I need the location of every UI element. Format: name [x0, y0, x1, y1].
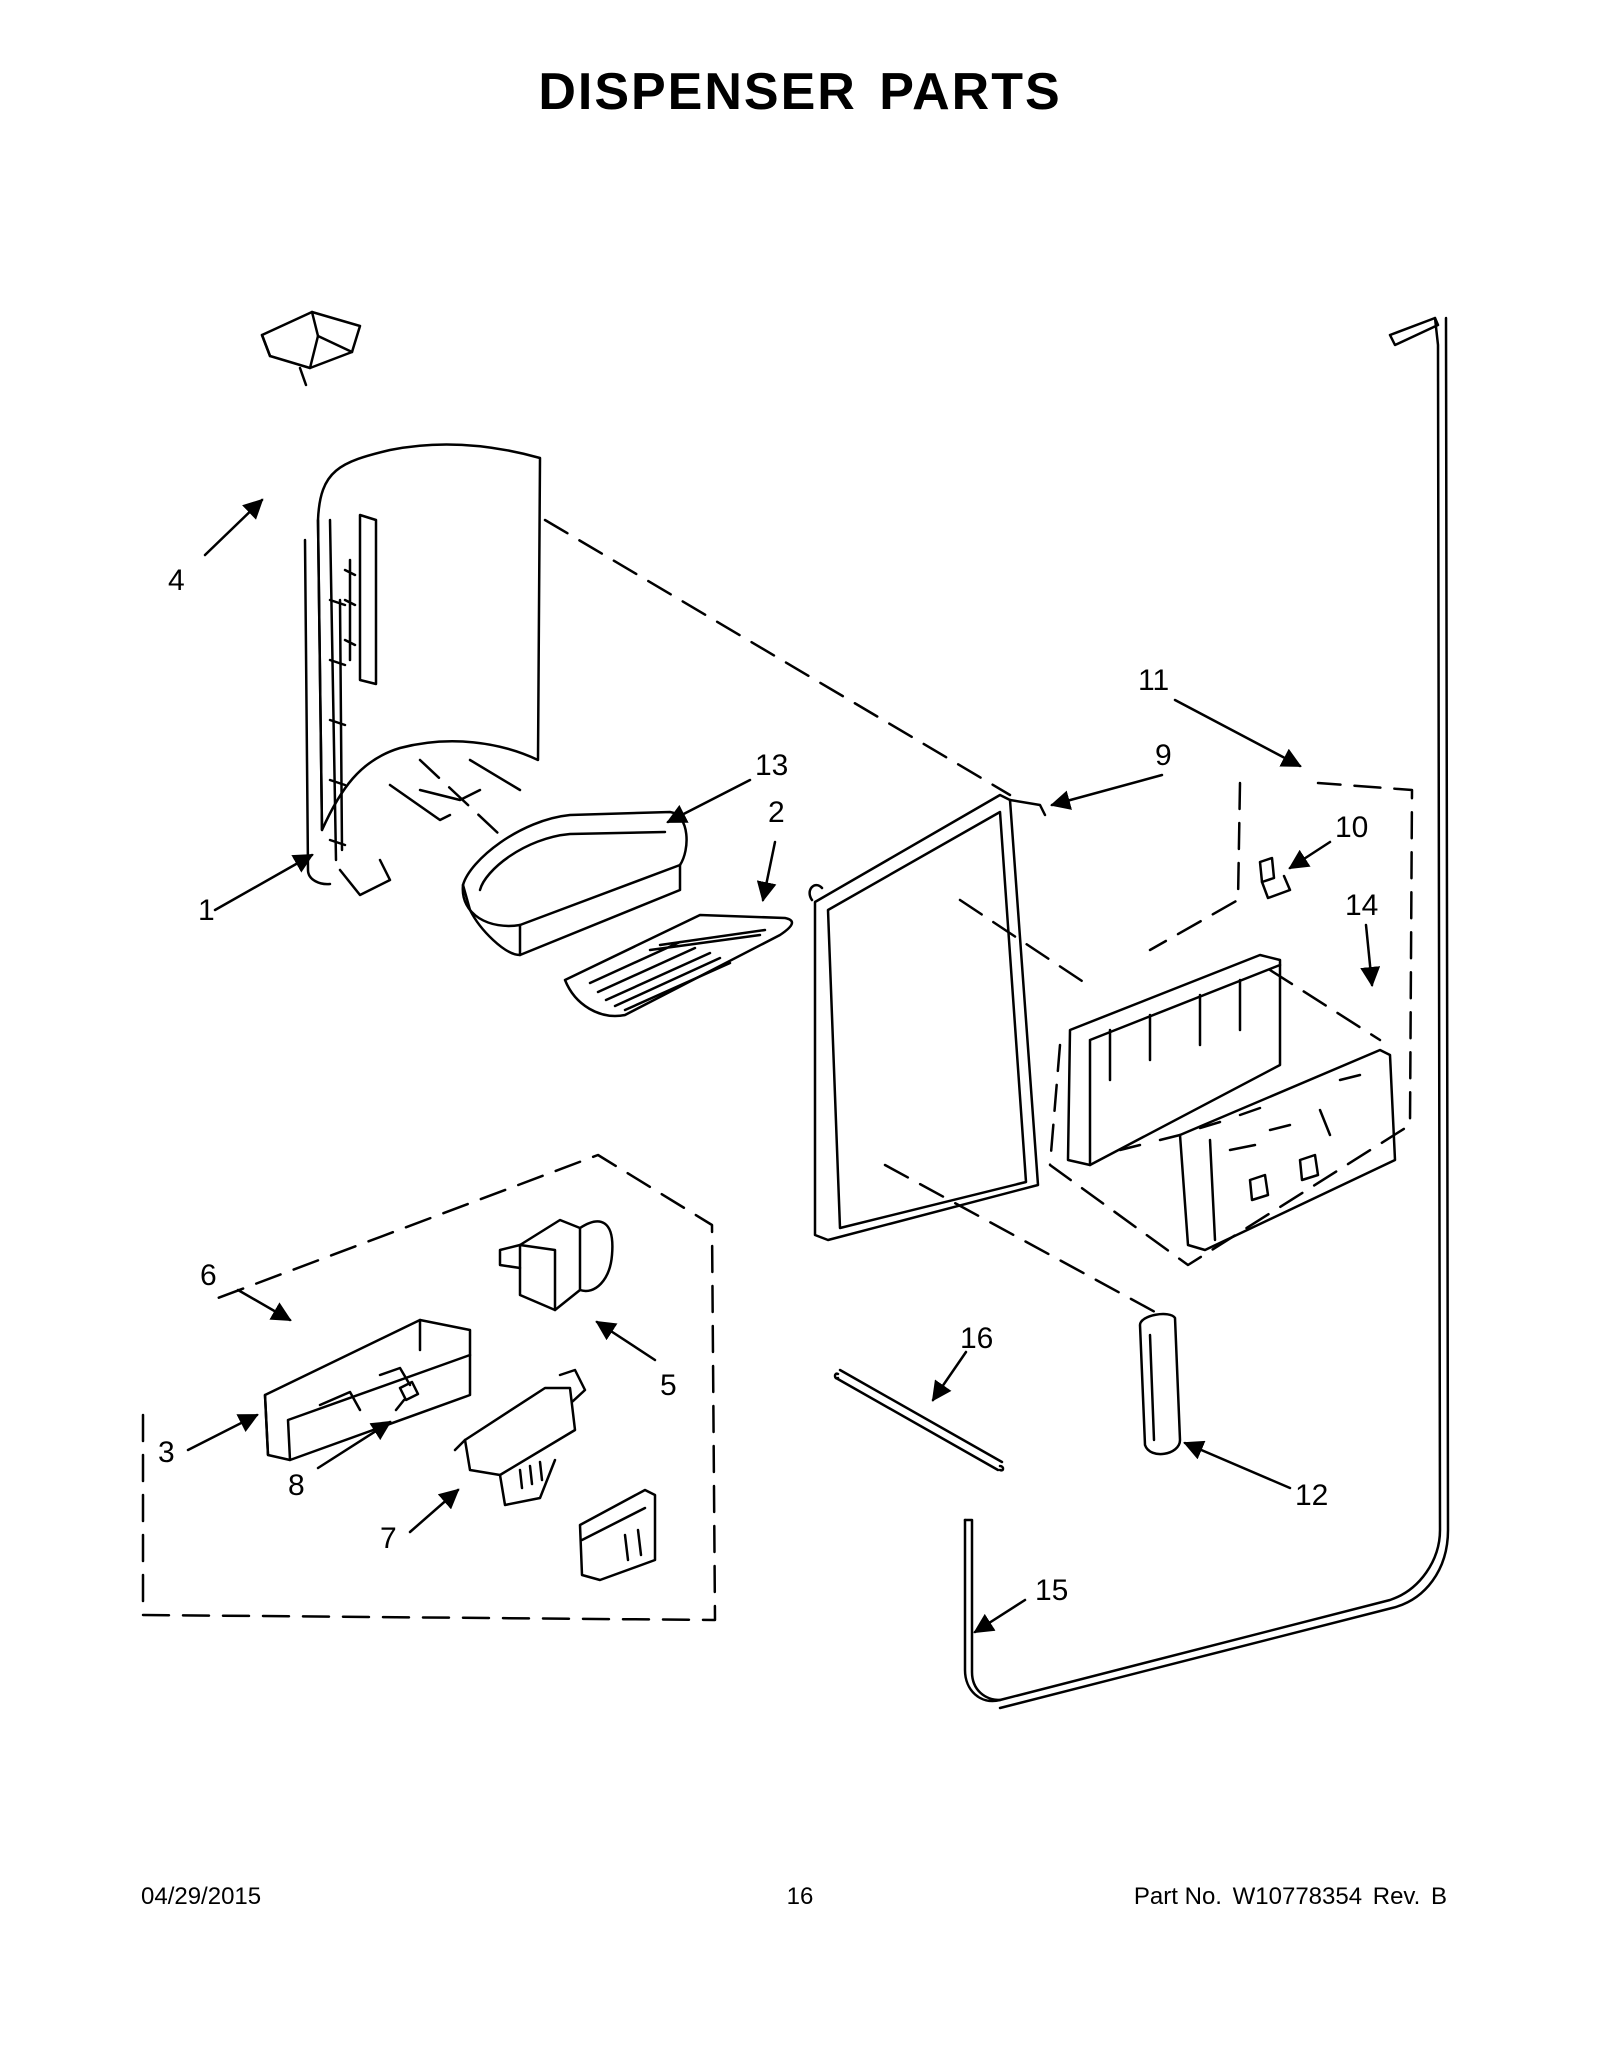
part-1-housing — [303, 443, 542, 897]
callout-3: 3 — [158, 1436, 175, 1469]
part-cap — [578, 1488, 657, 1582]
part-12-pad — [1138, 1312, 1182, 1456]
footer-date: 04/29/2015 — [141, 1883, 262, 1910]
part-16-rod — [833, 1368, 1005, 1472]
callout-16: 16 — [960, 1322, 993, 1355]
part-10-switch — [1258, 856, 1292, 900]
callout-2: 2 — [768, 796, 785, 829]
part-number-label: Part No. — [1133, 1883, 1222, 1910]
part-number: W10778354 — [1232, 1883, 1363, 1910]
footer-page-number: 16 — [786, 1883, 814, 1910]
footer-part-info: Part No. W10778354 Rev. B — [1130, 1883, 1447, 1911]
callout-11: 11 — [1138, 664, 1169, 697]
part-5-motor — [498, 1218, 614, 1312]
callout-arrows — [186, 498, 1381, 1634]
page-title: DISPENSER PARTS — [538, 63, 1062, 121]
part-14-control-panel — [1066, 953, 1397, 1252]
part-2-grille — [563, 913, 794, 1018]
group-outlines — [141, 518, 1414, 1622]
callout-labels: 1 2 3 4 5 6 7 8 9 10 11 12 13 14 15 16 — [158, 564, 1378, 1607]
part-7-actuator — [453, 1368, 587, 1507]
callout-8: 8 — [288, 1469, 305, 1502]
callout-12: 12 — [1295, 1479, 1328, 1512]
callout-5: 5 — [660, 1369, 677, 1402]
callout-15: 15 — [1035, 1574, 1068, 1607]
part-8-screw — [394, 1380, 420, 1412]
part-3-bracket — [263, 1318, 472, 1462]
callout-10: 10 — [1335, 811, 1368, 844]
callout-13: 13 — [755, 749, 788, 782]
part-4-cup — [260, 310, 362, 387]
callout-14: 14 — [1345, 889, 1378, 922]
callout-9: 9 — [1155, 739, 1172, 772]
part-15-tube — [963, 316, 1450, 1710]
revision: B — [1430, 1883, 1447, 1910]
part-9-frame — [808, 793, 1047, 1242]
callout-4: 4 — [168, 564, 185, 597]
revision-label: Rev. — [1372, 1883, 1421, 1910]
callout-6: 6 — [200, 1259, 217, 1292]
callout-7: 7 — [380, 1522, 397, 1555]
part-13-tray — [461, 810, 688, 957]
callout-1: 1 — [198, 894, 215, 927]
